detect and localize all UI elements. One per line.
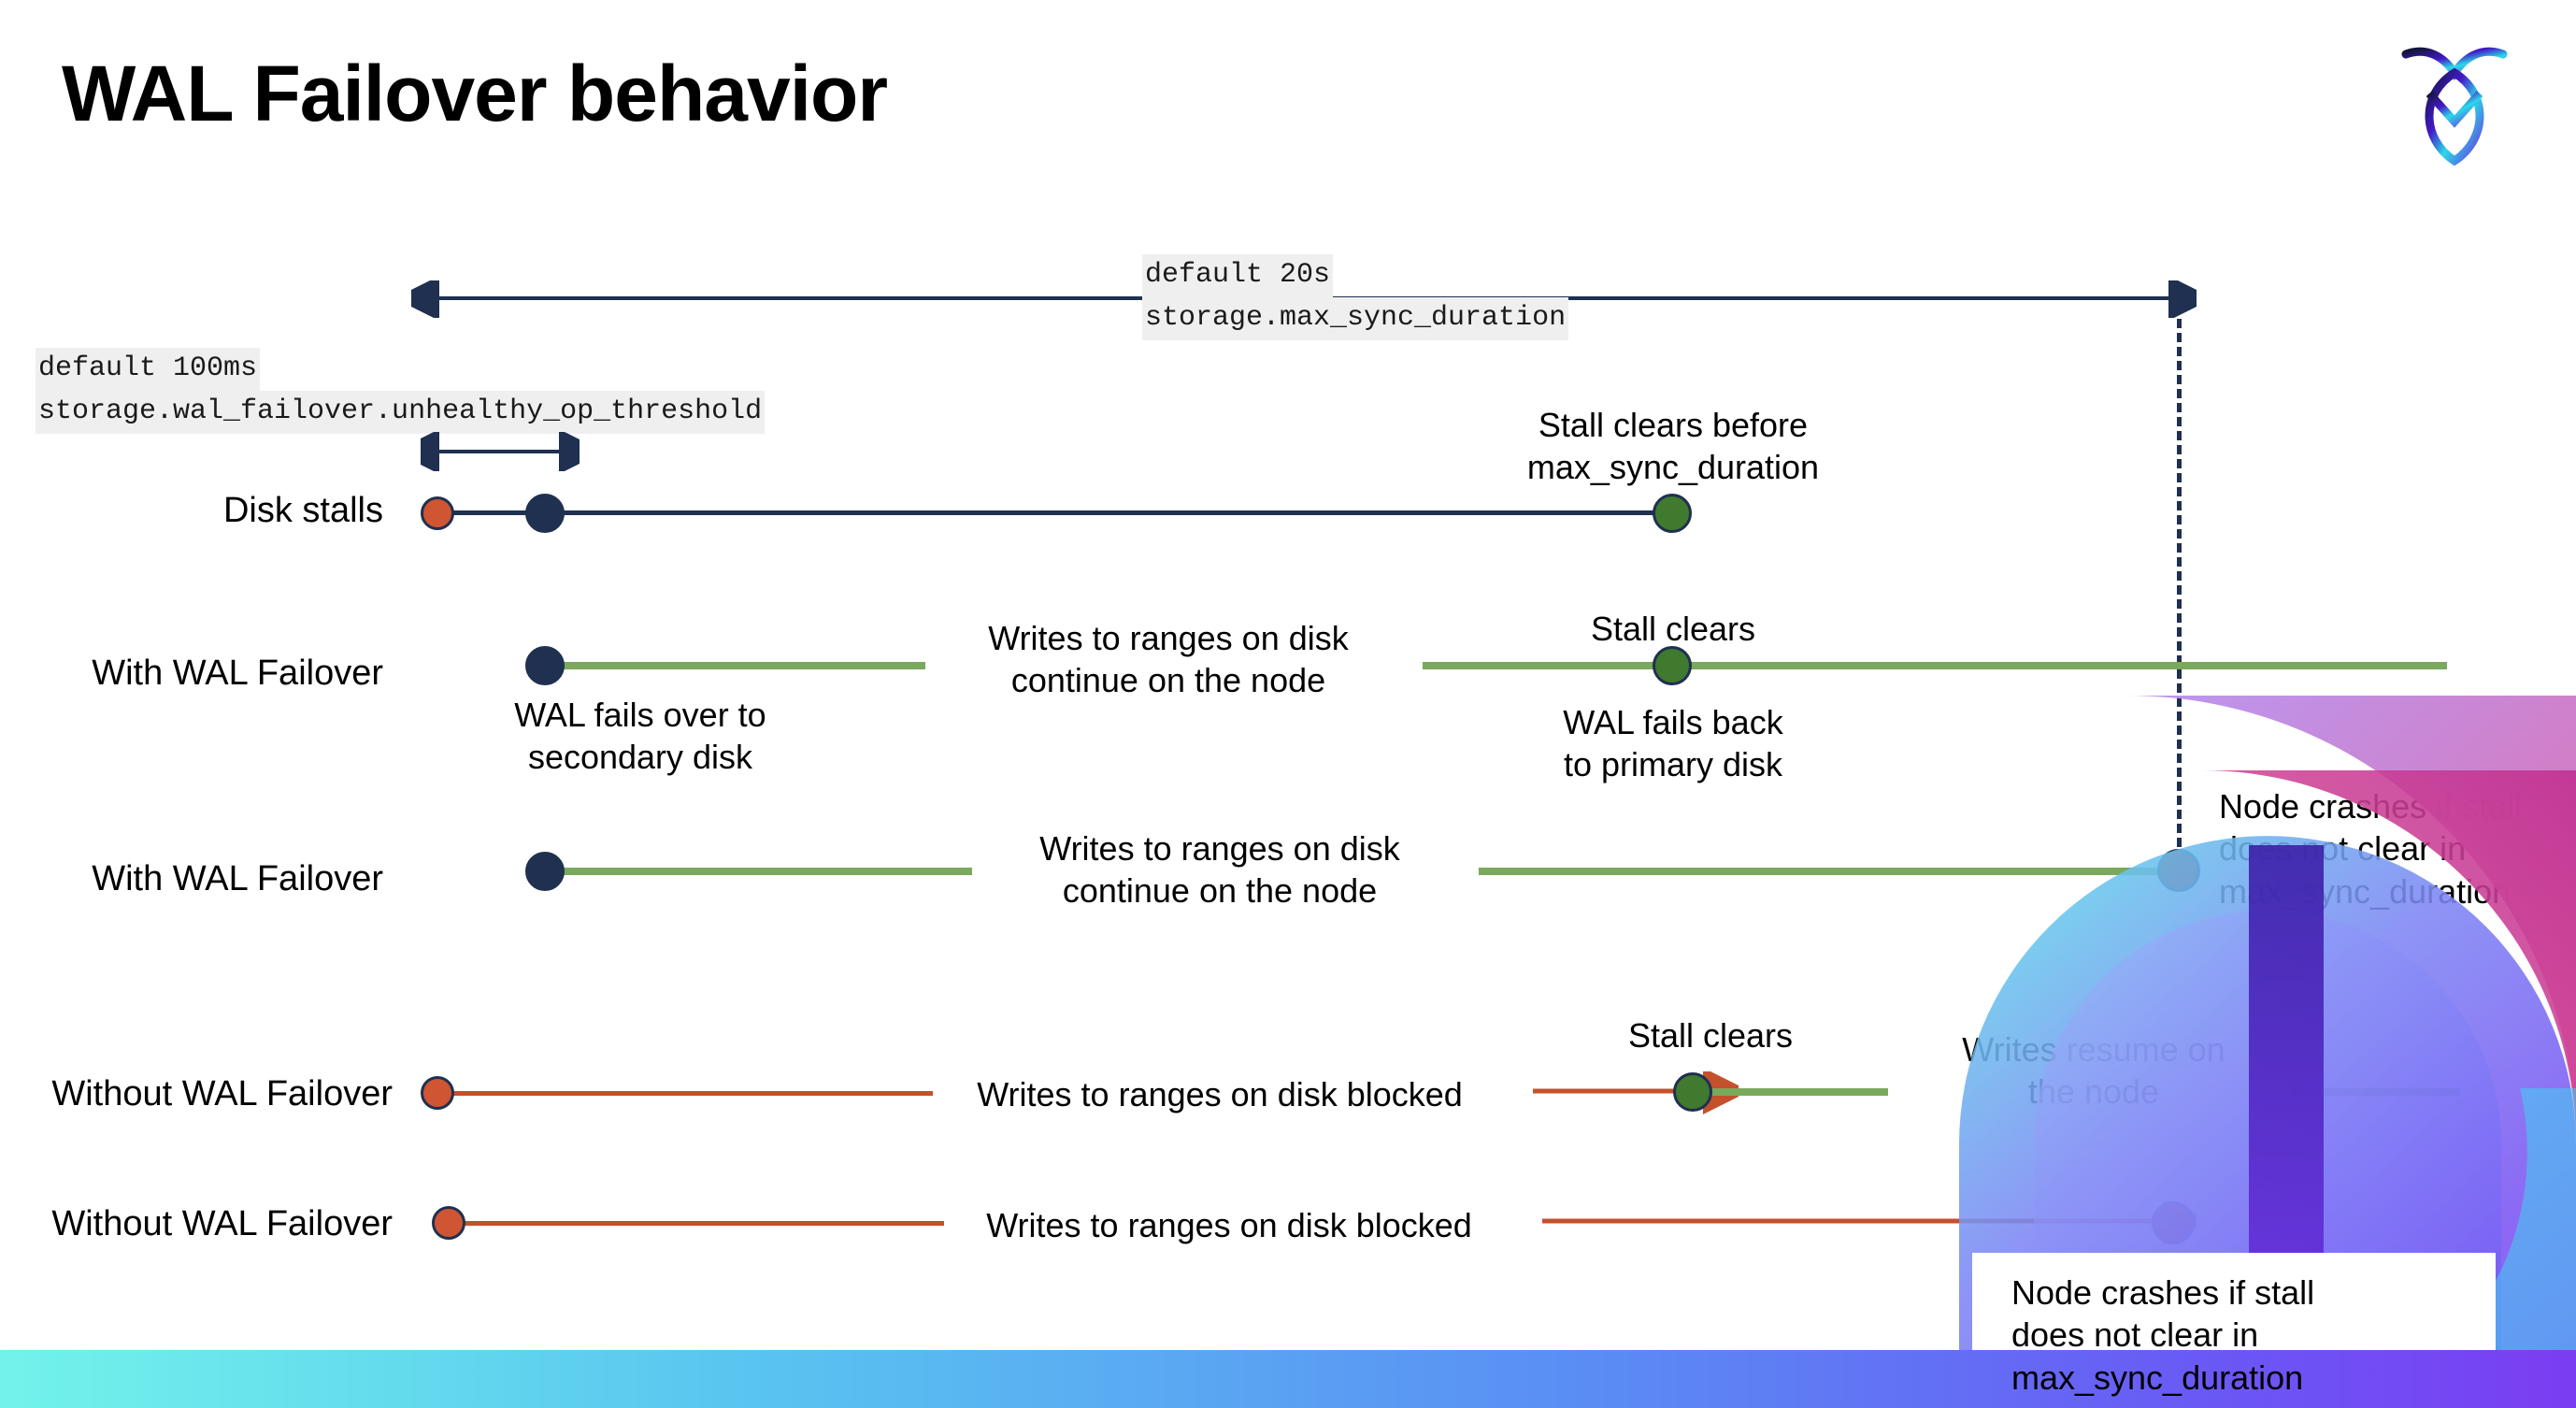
anno-stall-clears-row4: Stall clears xyxy=(1627,1016,1794,1055)
with-failover-1-segment-a xyxy=(542,662,925,669)
unhealthy-op-threshold-default: default 100ms xyxy=(36,348,261,391)
failover-marker-row3 xyxy=(525,852,565,891)
row-label-with-wal-failover-1: With WAL Failover xyxy=(92,654,383,693)
disk-stalls-timeline xyxy=(436,510,1679,515)
stall-clears-marker-disk xyxy=(1653,494,1692,533)
max-sync-duration-setting: storage.max_sync_duration xyxy=(1142,296,1569,340)
without-failover-1-blocked-segment-a xyxy=(447,1091,933,1096)
stall-clears-marker-row4 xyxy=(1673,1072,1712,1112)
without-failover-1-resume-segment-b xyxy=(2292,1088,2460,1096)
bottom-gradient-bar xyxy=(0,1350,2576,1408)
anno-stall-clears-row2: Stall clears xyxy=(1590,610,1756,648)
cockroachdb-logo-icon xyxy=(2398,28,2511,168)
unhealthy-op-threshold-span-arrow xyxy=(421,432,580,471)
anno-wal-fails-over: WAL fails over to secondary disk xyxy=(514,696,766,777)
failover-marker xyxy=(525,494,565,533)
unhealthy-op-threshold-callout: default 100ms storage.wal_failover.unhea… xyxy=(36,348,766,434)
anno-writes-blocked-row4: Writes to ranges on disk blocked xyxy=(977,1075,1463,1113)
row-label-disk-stalls: Disk stalls xyxy=(222,491,383,530)
anno-writes-continue-row3: Writes to ranges on disk continue on the… xyxy=(1039,829,1400,911)
stall-start-marker-row4 xyxy=(421,1076,454,1110)
anno-wal-fails-back: WAL fails back to primary disk xyxy=(1563,703,1783,784)
without-failover-1-resume-segment xyxy=(1701,1088,1888,1096)
anno-node-crashes-row3: Node crashes if stall does not clear in … xyxy=(2219,787,2523,911)
anno-writes-blocked-row5: Writes to ranges on disk blocked xyxy=(986,1206,1472,1244)
with-failover-2-segment-b xyxy=(1479,868,2170,875)
max-sync-duration-default: default 20s xyxy=(1142,254,1334,297)
node-crash-marker-row3 xyxy=(2157,849,2200,892)
stall-start-marker-row5 xyxy=(432,1206,465,1240)
stall-start-marker xyxy=(421,496,454,530)
max-sync-duration-callout: default 20s storage.max_sync_duration xyxy=(1142,254,1569,340)
row-label-without-wal-failover-2: Without WAL Failover xyxy=(51,1204,393,1243)
row-label-without-wal-failover-1: Without WAL Failover xyxy=(51,1074,393,1113)
anno-writes-resume-row4: Writes resume on the node xyxy=(1962,1030,2225,1112)
without-failover-2-blocked-segment-a xyxy=(458,1221,944,1226)
anno-stall-clears-before-max-sync: Stall clears before max_sync_duration xyxy=(1526,406,1820,487)
row-label-with-wal-failover-2: With WAL Failover xyxy=(92,859,383,898)
with-failover-1-segment-b xyxy=(1423,662,2447,669)
page-title: WAL Failover behavior xyxy=(62,50,888,137)
without-failover-2-blocked-arrow xyxy=(1542,1201,2197,1244)
with-failover-2-segment-a xyxy=(542,868,972,875)
max-sync-duration-drop-line xyxy=(2177,305,2182,875)
anno-node-crashes-row5: Node crashes if stall does not clear in … xyxy=(2011,1273,2315,1397)
unhealthy-op-threshold-setting: storage.wal_failover.unhealthy_op_thresh… xyxy=(36,390,766,434)
node-crash-marker-row5 xyxy=(2152,1201,2195,1244)
anno-writes-continue-row2: Writes to ranges on disk continue on the… xyxy=(988,619,1349,700)
stall-clears-marker-row2 xyxy=(1653,646,1692,685)
failover-marker-row2 xyxy=(525,646,565,685)
